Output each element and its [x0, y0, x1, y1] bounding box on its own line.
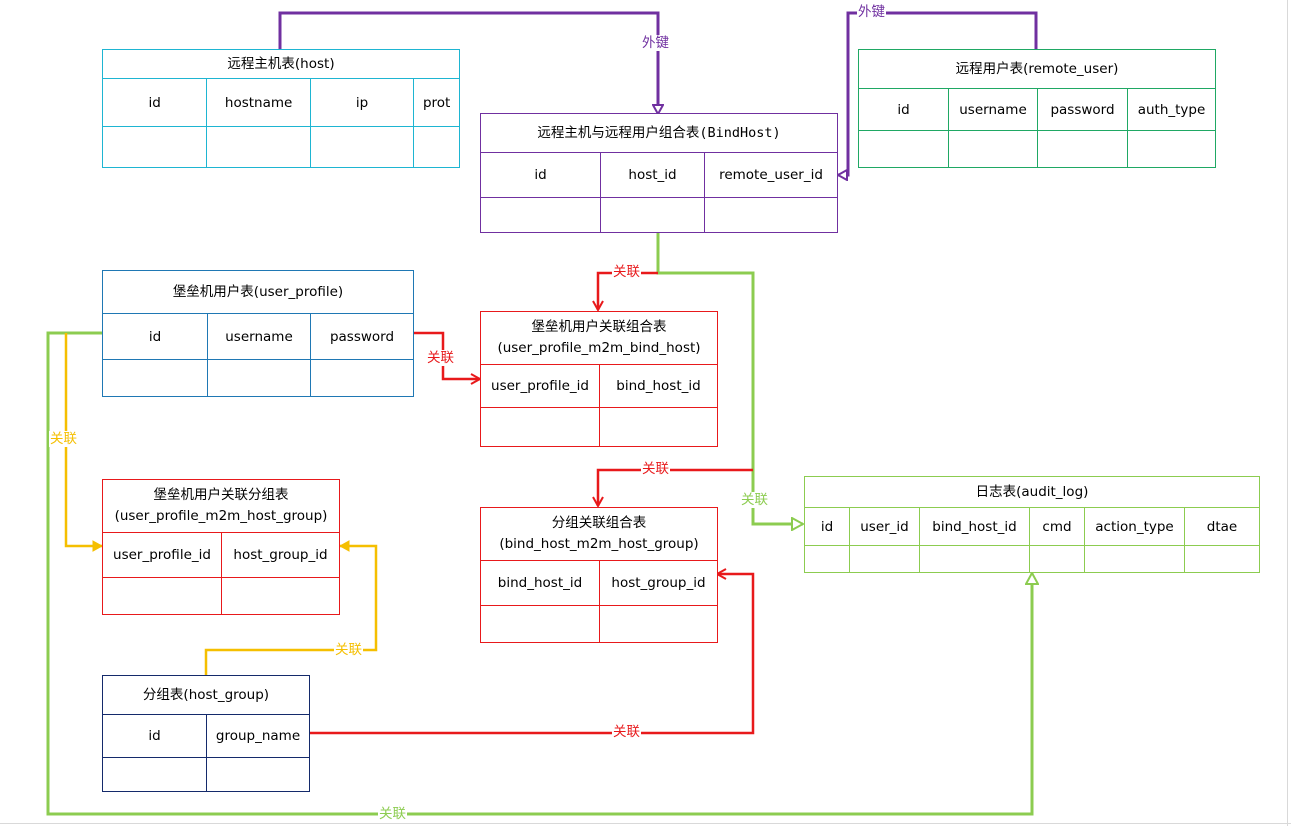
column-bind-host-id: bind_host_id [919, 508, 1029, 545]
table-title: 远程主机与远程用户组合表(BindHost) [537, 124, 781, 141]
column-username: username [207, 314, 310, 359]
rel-label-bindhost-audit: 关联 [740, 492, 769, 508]
table-title: 堡垒机用户关联组合表 (user_profile_m2m_bind_host) [497, 319, 701, 356]
rel-label-groupname-bhm2mhg: 关联 [612, 724, 641, 740]
table-title: 远程主机表(host) [227, 55, 335, 72]
column-id: id [148, 728, 161, 744]
column-remote-user-id: remote_user_id [704, 153, 837, 197]
table-host-group[interactable]: 分组表(host_group) id group_name [102, 675, 310, 792]
rel-line-hostgroup-upm2mhg [204, 540, 378, 676]
rel-label-password-upm2m: 关联 [426, 350, 455, 366]
table-bind-host[interactable]: 远程主机与远程用户组合表(BindHost) id host_id remote… [480, 113, 838, 233]
rel-label-bottom-green: 关联 [378, 806, 407, 822]
column-prot: prot [413, 79, 459, 126]
column-host-group-id: host_group_id [599, 561, 717, 605]
column-host-id: host_id [600, 153, 704, 197]
rel-label-bindhost-upm2m: 关联 [612, 264, 641, 280]
table-title: 堡垒机用户表(user_profile) [172, 283, 344, 300]
rel-label-red-mid: 关联 [641, 461, 670, 477]
table-user-profile-m2m-bind-host[interactable]: 堡垒机用户关联组合表 (user_profile_m2m_bind_host) … [480, 311, 718, 447]
fk-label-host: 外键 [641, 35, 670, 51]
table-title: 日志表(audit_log) [975, 483, 1089, 500]
column-id: id [534, 167, 547, 183]
column-id: id [820, 518, 834, 535]
table-title: 分组表(host_group) [142, 686, 270, 703]
table-title: 远程用户表(remote_user) [955, 60, 1119, 77]
column-dtae: dtae [1184, 508, 1259, 545]
column-action-type: action_type [1084, 508, 1184, 545]
column-password: password [310, 314, 413, 359]
rel-line-bindhost-green [656, 232, 803, 524]
column-username: username [948, 89, 1037, 130]
table-title: 分组关联组合表 (bind_host_m2m_host_group) [499, 515, 699, 552]
column-user-profile-id: user_profile_id [113, 547, 211, 563]
column-group-name: group_name [206, 715, 309, 757]
fk-label-remote-user: 外键 [857, 4, 886, 20]
table-user-profile[interactable]: 堡垒机用户表(user_profile) id username passwor… [102, 270, 414, 397]
column-hostname: hostname [206, 79, 309, 126]
table-user-profile-m2m-host-group[interactable]: 堡垒机用户关联分组表 (user_profile_m2m_host_group)… [102, 479, 340, 615]
table-title: 堡垒机用户关联分组表 (user_profile_m2m_host_group) [114, 487, 328, 524]
column-id: id [148, 94, 161, 111]
column-cmd: cmd [1029, 508, 1084, 545]
column-auth-type: auth_type [1127, 89, 1215, 130]
table-bind-host-m2m-host-group[interactable]: 分组关联组合表 (bind_host_m2m_host_group) bind_… [480, 507, 718, 643]
column-ip: ip [309, 79, 413, 126]
table-audit-log[interactable]: 日志表(audit_log) id user_id bind_host_id c… [804, 476, 1260, 573]
column-user-profile-id: user_profile_id [491, 378, 589, 394]
rel-label-hostgroup-upm2mhg: 关联 [334, 642, 363, 658]
rel-line-userprofile-upm2mhg [64, 333, 104, 552]
table-host[interactable]: 远程主机表(host) id hostname ip prot [102, 49, 460, 168]
column-bind-host-id: bind_host_id [497, 575, 583, 591]
column-id: id [148, 328, 162, 345]
rel-line-red-mid [598, 468, 753, 506]
table-remote-user[interactable]: 远程用户表(remote_user) id username password … [858, 49, 1216, 168]
column-bind-host-id: bind_host_id [599, 365, 717, 407]
column-user-id: user_id [849, 508, 919, 545]
column-password: password [1037, 89, 1127, 130]
rel-line-groupname-bhm2mhg [309, 574, 755, 735]
fk-line-host-bindhost [278, 11, 658, 114]
rel-label-userprofile-hostgroup: 关联 [49, 431, 78, 447]
column-id: id [897, 101, 910, 118]
fk-line-remoteuser-bindhost [838, 11, 1038, 175]
column-host-group-id: host_group_id [221, 533, 339, 577]
